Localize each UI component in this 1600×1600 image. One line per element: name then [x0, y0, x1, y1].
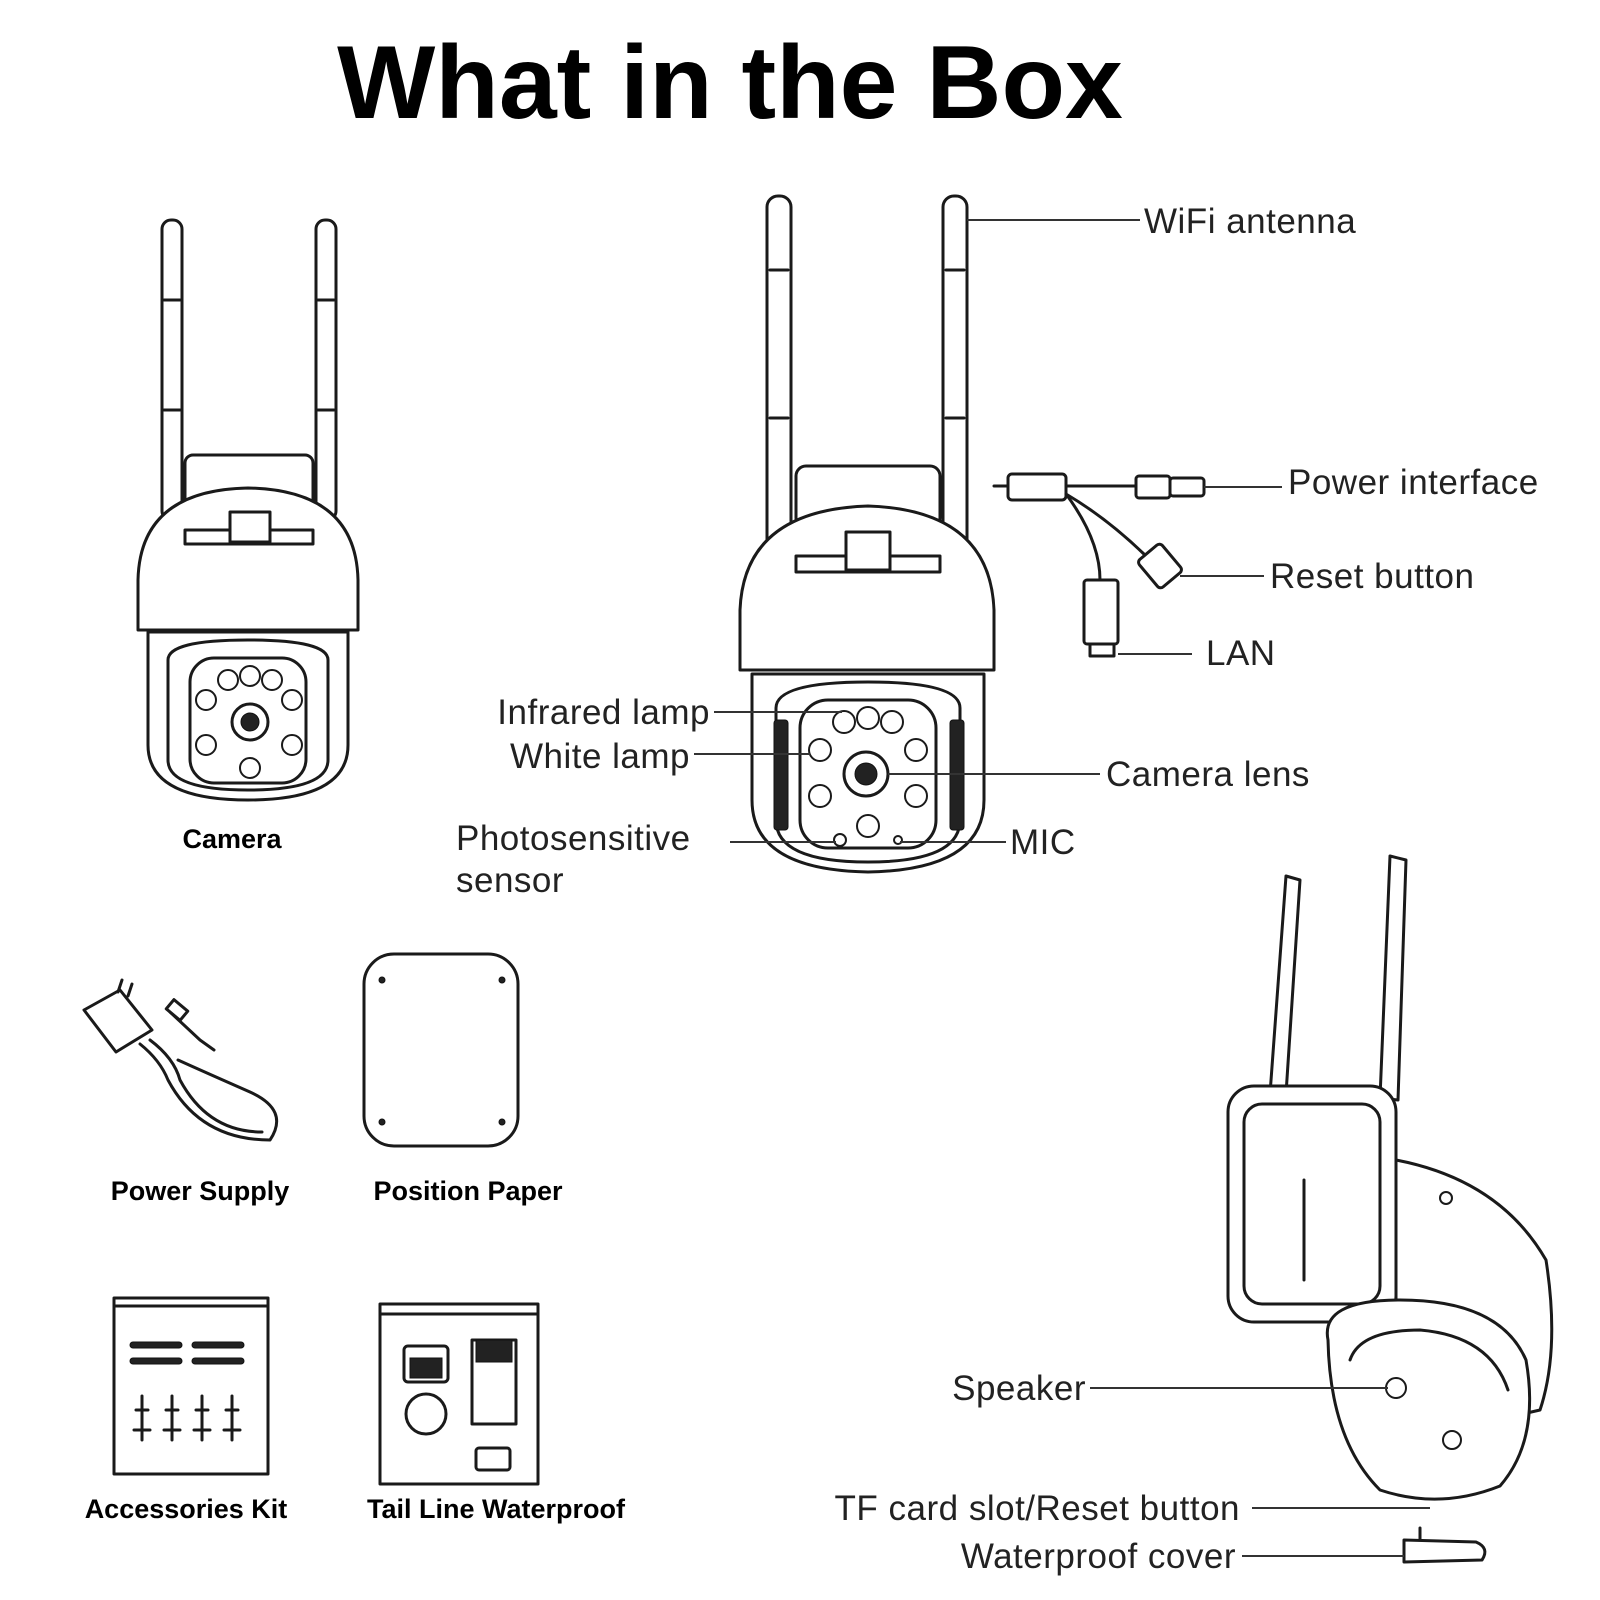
front-camera-drawing — [738, 194, 1206, 874]
screw-icon — [129, 1341, 245, 1365]
front-leader-lines — [694, 219, 1282, 843]
waterproof-cover-label: Waterproof cover — [961, 1537, 1236, 1576]
wall-anchor-icon — [132, 1394, 242, 1442]
power-supply-drawing — [82, 978, 279, 1142]
photosensitive-sensor-label-line2: sensor — [456, 861, 564, 900]
lan-label: LAN — [1206, 634, 1276, 673]
wifi-antenna-label: WiFi antenna — [1144, 202, 1356, 241]
accessories-kit-drawing — [112, 1296, 270, 1476]
camera-led-ring — [195, 665, 303, 779]
speaker-label: Speaker — [952, 1369, 1086, 1408]
accessories-kit-caption: Accessories Kit — [85, 1494, 288, 1524]
position-paper-caption: Position Paper — [373, 1176, 563, 1206]
rear-camera-drawing — [1226, 854, 1554, 1564]
camera-caption: Camera — [182, 824, 282, 854]
photosensitive-sensor-label-line1: Photosensitive — [456, 819, 691, 858]
power-interface-label: Power interface — [1288, 463, 1539, 502]
mic-label: MIC — [1010, 823, 1076, 862]
reset-button-label: Reset button — [1270, 557, 1474, 596]
tail-line-waterproof-caption: Tail Line Waterproof — [367, 1494, 626, 1524]
power-supply-caption: Power Supply — [111, 1176, 290, 1206]
tail-line-waterproof-drawing — [378, 1302, 540, 1486]
front-led-ring — [808, 706, 928, 838]
infrared-lamp-label: Infrared lamp — [497, 693, 710, 732]
camera-drawing — [136, 218, 360, 802]
camera-lens-label: Camera lens — [1106, 755, 1310, 794]
rear-leader-lines — [1090, 1387, 1430, 1557]
speaker-icon — [1385, 1377, 1407, 1399]
white-lamp-label: White lamp — [510, 737, 690, 776]
waterproof-cover-icon — [1402, 1538, 1487, 1564]
page-title: What in the Box — [337, 25, 1123, 141]
position-paper-drawing — [362, 952, 520, 1148]
tf-card-slot-label: TF card slot/Reset button — [835, 1489, 1240, 1528]
